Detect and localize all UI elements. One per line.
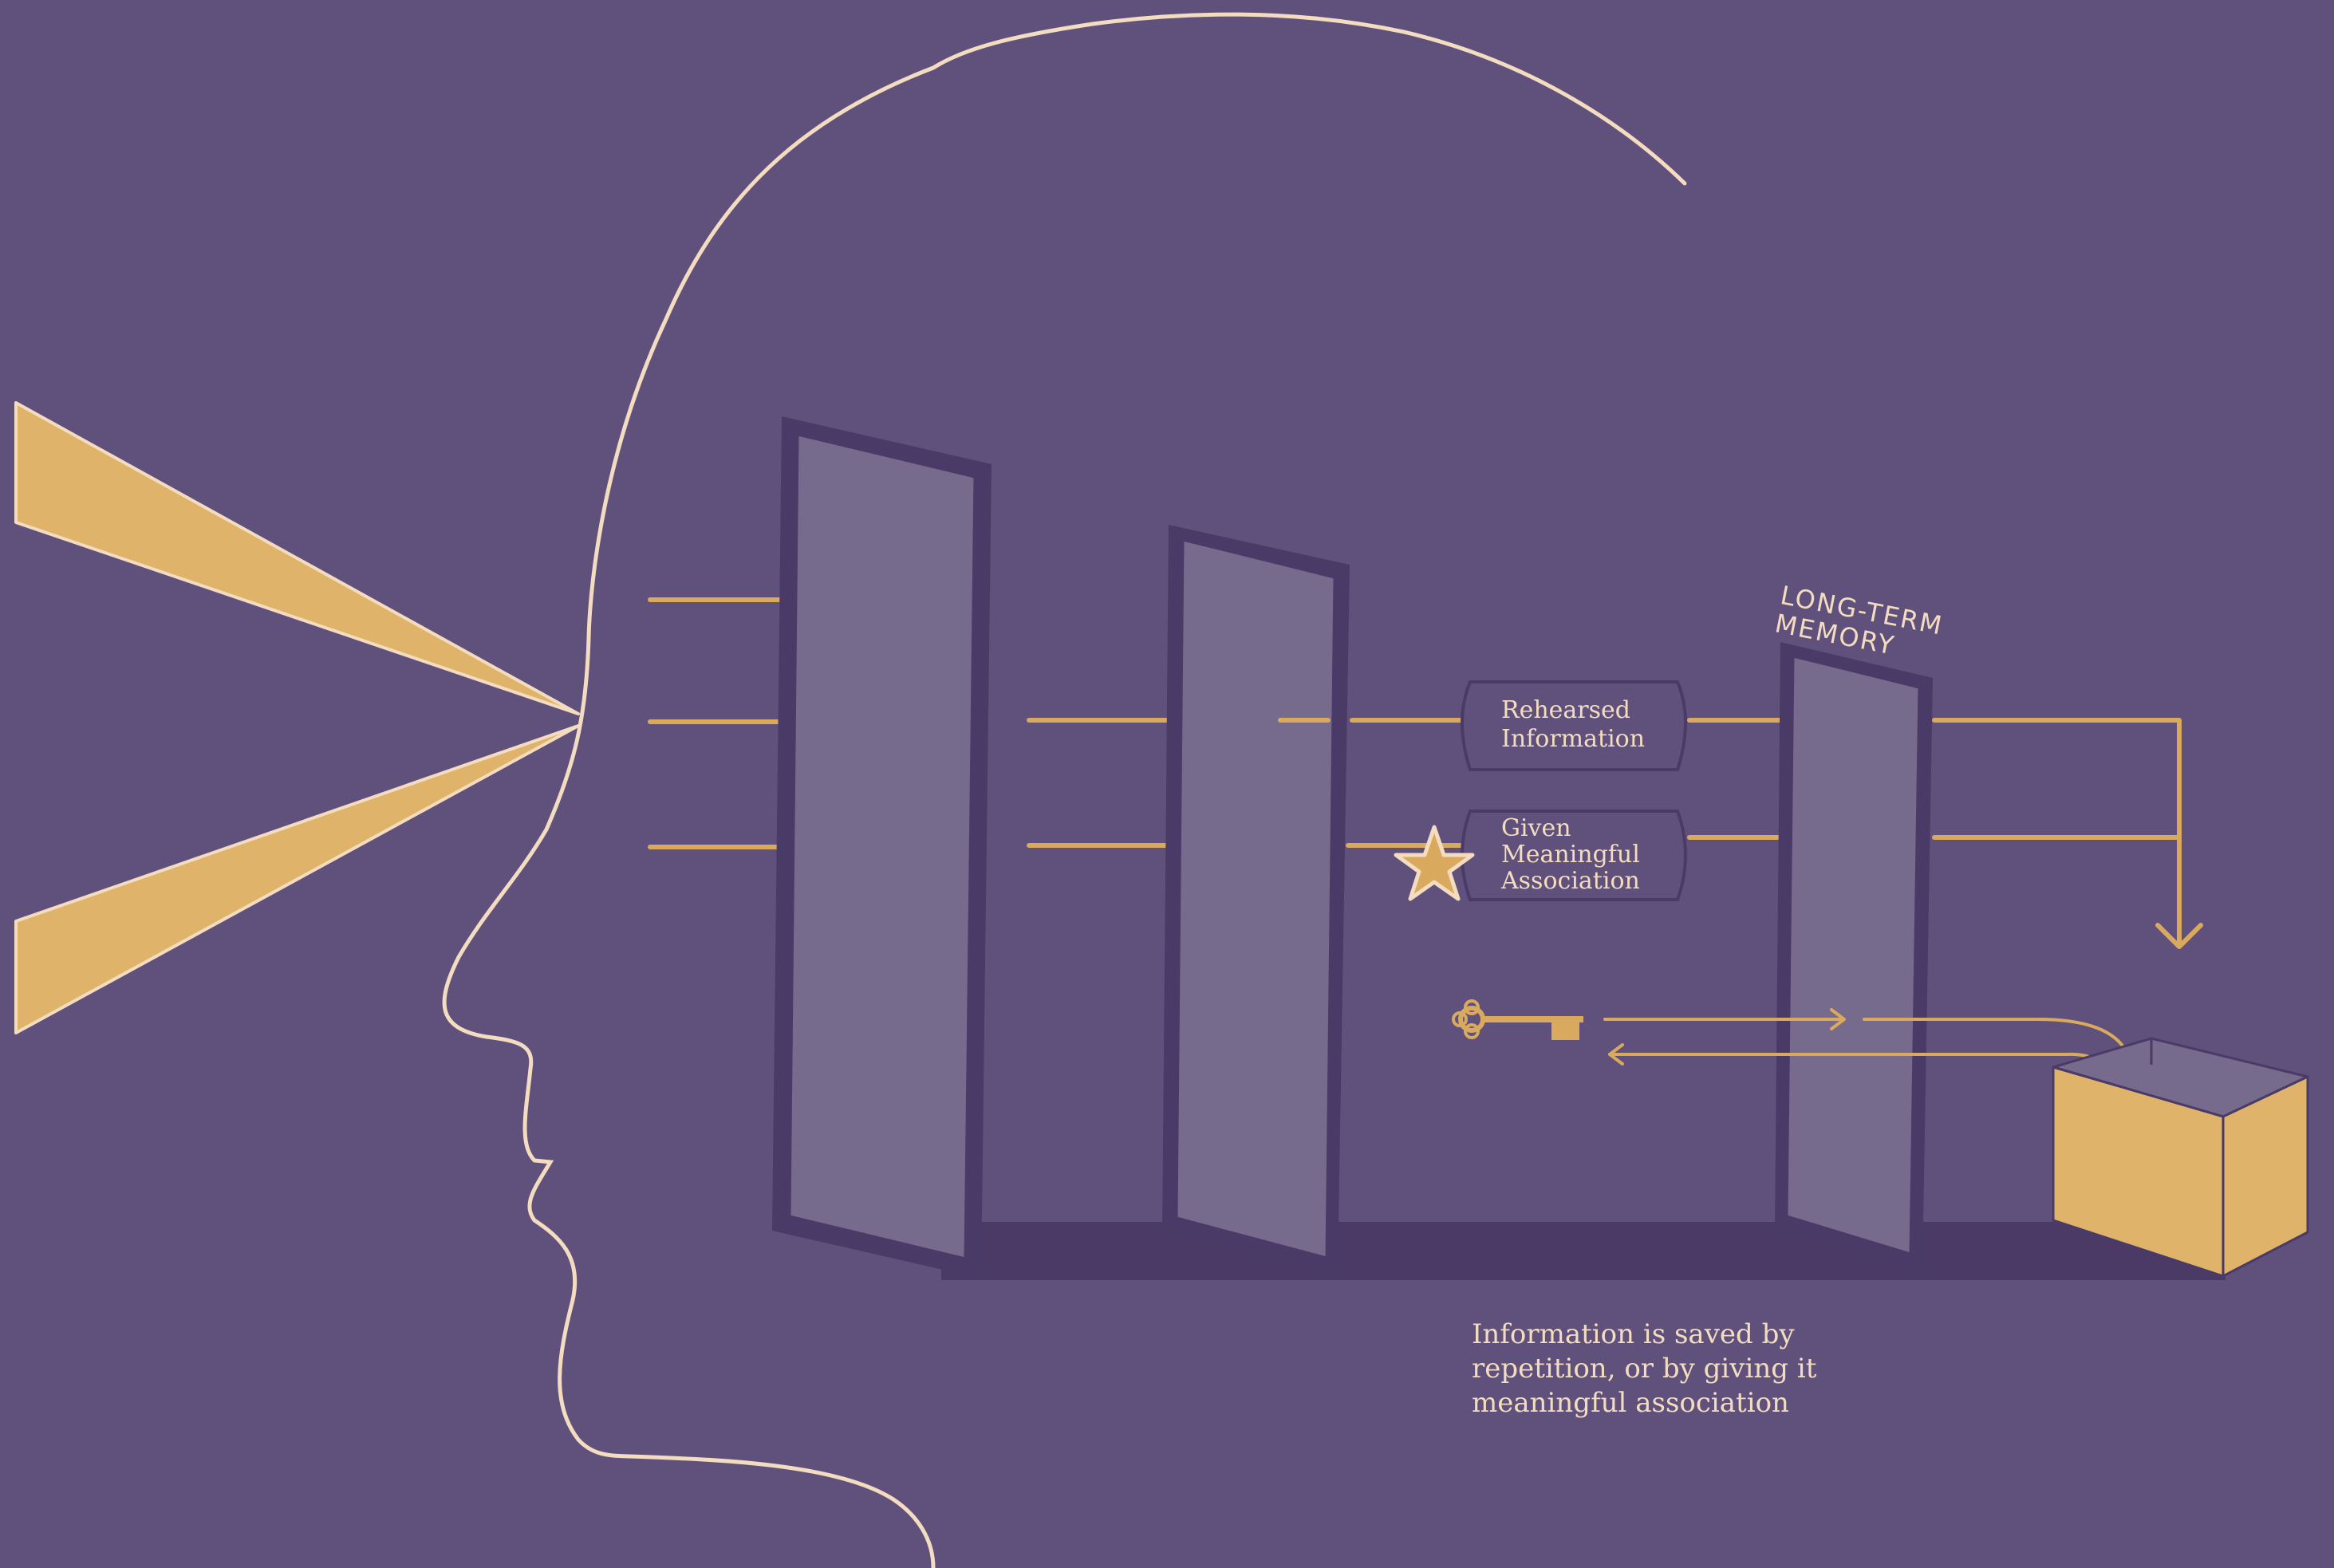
meaningful-capsule xyxy=(1461,810,1687,901)
storage-arrow xyxy=(1932,718,2203,949)
light-beam-lower xyxy=(14,724,580,1034)
key-icon xyxy=(1452,999,1583,1040)
rehearsed-information-label: Rehearsed Information xyxy=(1501,696,1646,753)
short-term-memory-panel xyxy=(1162,525,1350,1272)
long-term-memory-panel xyxy=(1775,642,1933,1268)
storage-box xyxy=(2052,1037,2309,1278)
rehearsed-capsule xyxy=(1461,680,1687,771)
sensory-memory-panel xyxy=(772,416,992,1278)
star-icon xyxy=(1394,825,1475,901)
head-outline xyxy=(442,12,1687,1568)
light-beam-upper xyxy=(14,401,580,715)
rehearsal-path xyxy=(1278,718,1473,848)
floor-shadow xyxy=(941,1222,2226,1280)
meaningful-association-label: Given Meaningful Association xyxy=(1501,814,1640,895)
caption-text: Information is saved by repetition, or b… xyxy=(1472,1318,1817,1419)
